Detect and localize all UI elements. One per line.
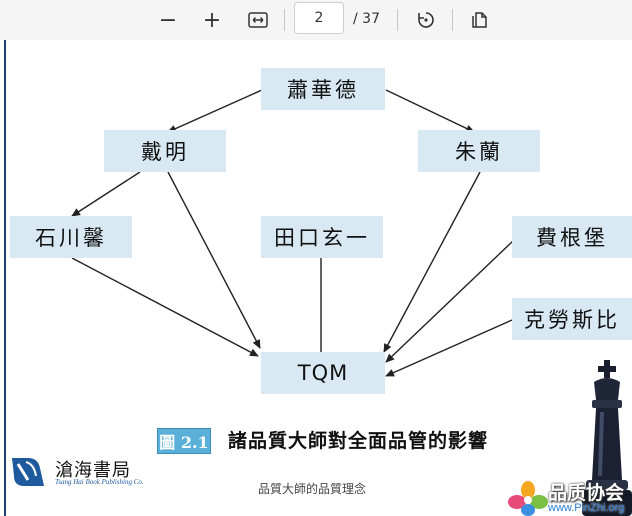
- watermark-logo-icon: [508, 480, 548, 516]
- node-right-low: 費根堡: [512, 216, 632, 258]
- node-right-lower: 克勞斯比: [512, 298, 632, 340]
- arrow-right-mid-to-center: [384, 172, 480, 352]
- fit-width-icon[interactable]: [244, 6, 272, 34]
- node-center: TQM: [261, 352, 385, 394]
- node-left-mid: 戴明: [104, 130, 226, 172]
- publisher-english-name: Tsang Hai Book Publishing Co.: [55, 478, 144, 486]
- page-total-label: / 37: [353, 11, 380, 27]
- figure-caption: 諸品質大師對全面品管的影響: [228, 426, 488, 453]
- publisher-logo-icon: [10, 454, 48, 490]
- page-number-input[interactable]: 2: [294, 2, 344, 34]
- zoom-in-icon[interactable]: +: [198, 6, 226, 34]
- toolbar-divider: [397, 9, 398, 31]
- node-right-mid: 朱蘭: [418, 130, 540, 172]
- page-view-icon[interactable]: [466, 6, 494, 34]
- arrow-left-low-to-center: [72, 258, 258, 356]
- arrow-right-low-to-center: [386, 240, 514, 362]
- rotate-icon[interactable]: [412, 6, 440, 34]
- node-top: 蕭華德: [261, 68, 385, 110]
- document-page: 蕭華德 戴明 朱蘭 石川馨 田口玄一 費根堡 克勞斯比 TQM 圖 2.1 諸品…: [0, 40, 632, 516]
- arrow-top-to-right-mid: [386, 90, 474, 132]
- arrow-right-lower-to-center: [386, 320, 512, 376]
- pdf-toolbar: − + 2 / 37: [0, 0, 632, 40]
- arrow-top-to-left-mid: [168, 90, 262, 132]
- figure-label: 圖 2.1: [157, 428, 211, 454]
- toolbar-divider: [284, 9, 285, 31]
- watermark-name: 品质协会: [548, 478, 624, 505]
- page-footer: 品質大師的品質理念: [258, 480, 366, 497]
- zoom-out-icon[interactable]: −: [154, 6, 182, 34]
- arrow-left-mid-to-left-low: [72, 172, 140, 216]
- arrow-left-mid-to-center: [168, 172, 260, 348]
- toolbar-divider: [452, 9, 453, 31]
- node-center-low: 田口玄一: [261, 216, 383, 258]
- watermark-url: www.PinZhi.org: [548, 502, 624, 514]
- node-left-low: 石川馨: [10, 216, 132, 258]
